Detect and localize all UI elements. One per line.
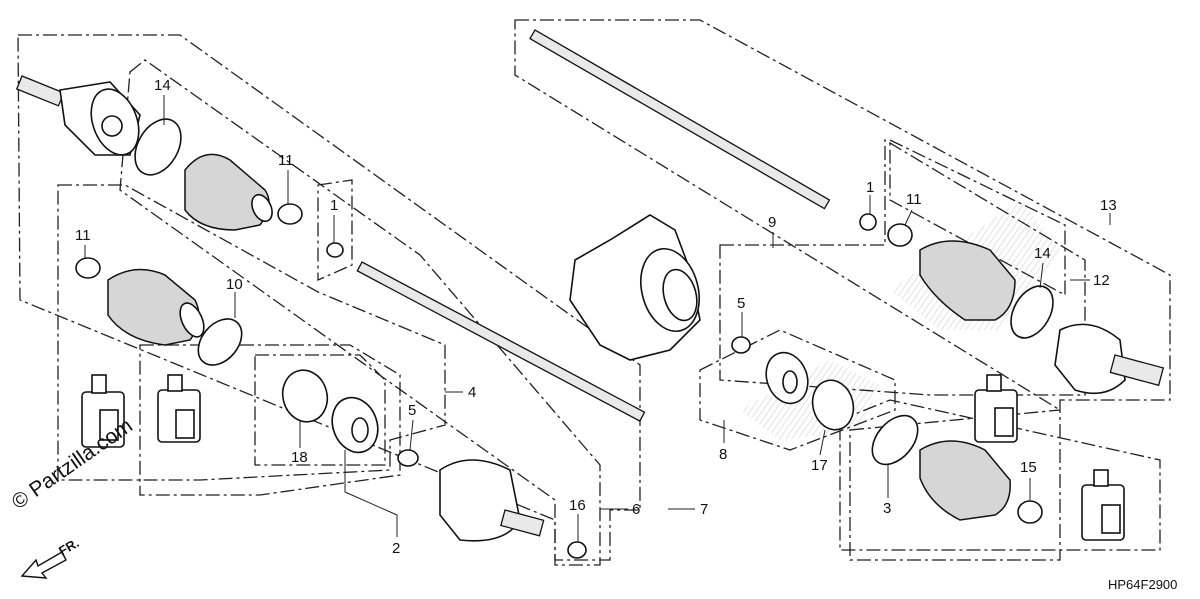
callout-13: 13: [1100, 197, 1117, 214]
callout-4: 4: [468, 384, 476, 401]
boot-clamp-11-c: [887, 223, 913, 247]
callout-11-top: 11: [278, 152, 294, 169]
callout-18: 18: [291, 449, 308, 466]
boot-lower-right: [919, 440, 1011, 521]
diagram-code: HP64F2900: [1108, 577, 1177, 592]
callout-1-right: 1: [866, 179, 874, 196]
grease-bottle-right-1: [974, 374, 1018, 443]
circlip-17: [811, 379, 855, 431]
callout-12: 12: [1093, 272, 1110, 289]
boot-band-3: [871, 414, 919, 466]
boot-clamp-11-a: [277, 203, 303, 225]
circlip-5-a: [397, 449, 419, 467]
circlip-5-b: [731, 336, 751, 354]
outline-part-8: [699, 329, 896, 451]
outline-part-3-inner: [849, 409, 1061, 561]
callout-10: 10: [226, 276, 243, 293]
boot-clamp-11-b: [75, 257, 101, 279]
callout-16: 16: [569, 497, 586, 514]
callout-3: 3: [883, 500, 891, 517]
callout-labels: 14 11 1 11 10 18 5 4 2 16 6 7 9 1 11 13 …: [75, 77, 1117, 557]
outline-part-18: [254, 354, 386, 466]
grease-bottle-left-2: [157, 374, 201, 443]
knuckle-hub: [569, 214, 701, 361]
callout-5-right: 5: [737, 295, 745, 312]
inner-race-right: [765, 351, 809, 405]
callout-7: 7: [700, 501, 708, 518]
callout-2: 2: [392, 540, 400, 557]
boot-lower-left: [107, 268, 205, 346]
boot-band-10: [197, 318, 243, 366]
inner-race-left: [331, 396, 379, 454]
callout-15: 15: [1020, 459, 1037, 476]
outline-part-4: [57, 184, 446, 481]
assembly-outlines: [17, 19, 1171, 566]
callout-5-left: 5: [408, 402, 416, 419]
outer-cv-joint-left: [15, 75, 141, 156]
leader-lines: [84, 95, 1111, 542]
boot-band-14-left: [134, 118, 182, 176]
outline-part-6: [119, 59, 601, 566]
watermark-text: © Partzilla.com: [8, 414, 137, 514]
outline-part-2: [139, 344, 401, 496]
axle-shaft-right: [529, 29, 831, 210]
outline-part-12: [889, 138, 1066, 297]
boot-clamp-15: [1017, 500, 1043, 524]
callout-6: 6: [632, 501, 640, 518]
boot-band-14-right: [1010, 285, 1054, 339]
circlip-1-a: [326, 242, 344, 258]
callout-17: 17: [811, 457, 828, 474]
circlip-18: [281, 369, 329, 423]
outer-cv-joint-right: [1054, 323, 1165, 395]
circlip-1-b: [859, 213, 877, 231]
callout-8: 8: [719, 446, 727, 463]
callout-11-left: 11: [75, 227, 91, 244]
circlip-16: [567, 541, 587, 559]
callout-14-left: 14: [154, 77, 171, 94]
grease-bottle-left-1: [81, 374, 125, 448]
boot-upper-right: [919, 240, 1016, 321]
boot-upper-left: [184, 153, 273, 231]
callout-14-right: 14: [1034, 245, 1051, 262]
callout-11-right: 11: [906, 191, 922, 208]
callout-9: 9: [768, 214, 776, 231]
front-direction-arrow: FR.: [20, 535, 82, 579]
grease-bottle-right-2: [1081, 469, 1125, 541]
callout-1-left: 1: [330, 197, 338, 214]
outline-part-1: [317, 179, 353, 281]
axle-shaft-left: [356, 261, 646, 422]
outline-part-3: [839, 399, 1161, 551]
inner-cv-joint-left: [439, 459, 545, 542]
